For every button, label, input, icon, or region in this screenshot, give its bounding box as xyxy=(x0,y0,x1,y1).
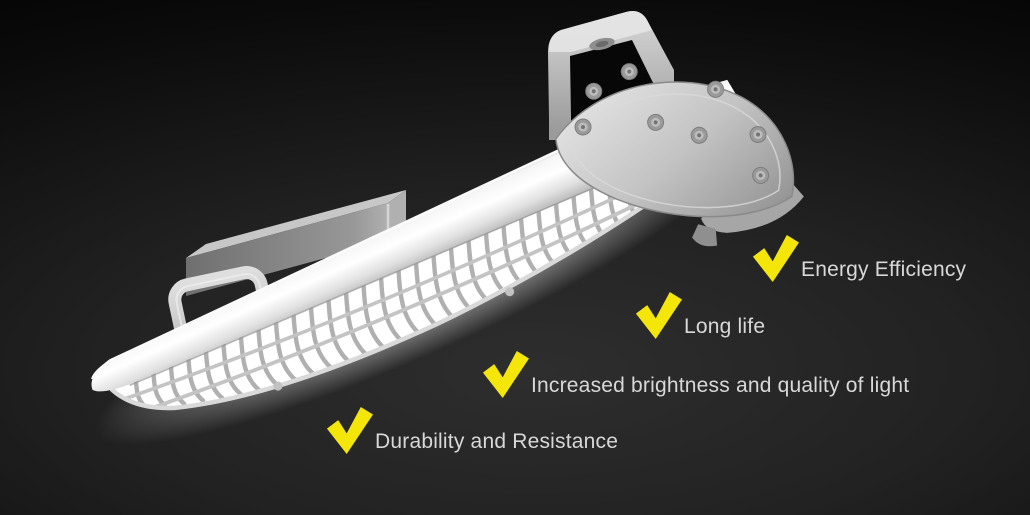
feature-label: Long life xyxy=(684,315,766,338)
wire-guard-rim xyxy=(109,134,742,411)
feature-item-energy-efficiency: Energy Efficiency xyxy=(752,234,966,283)
feature-item-long-life: Long life xyxy=(635,291,765,340)
guard-clip xyxy=(273,381,283,391)
end-cap-screws xyxy=(574,63,770,184)
checkmark-icon xyxy=(635,292,682,339)
guard-clip xyxy=(505,287,515,297)
led-glow xyxy=(111,124,745,409)
feature-label: Durability and Resistance xyxy=(375,430,619,453)
end-cap-notch xyxy=(692,224,718,247)
checkmark-icon xyxy=(482,351,529,398)
feature-item-durability: Durability and Resistance xyxy=(326,406,618,455)
bracket-mounting-hole xyxy=(589,37,615,51)
end-cap xyxy=(555,63,804,247)
checkmark-icon xyxy=(326,407,373,454)
feature-label: Increased brightness and quality of ligh… xyxy=(531,374,910,397)
end-cap-inner-edge xyxy=(570,93,781,209)
feature-item-brightness: Increased brightness and quality of ligh… xyxy=(482,350,909,399)
feature-label: Energy Efficiency xyxy=(801,258,967,281)
checkmark-icon xyxy=(752,235,799,282)
housing-highlight xyxy=(91,96,674,380)
